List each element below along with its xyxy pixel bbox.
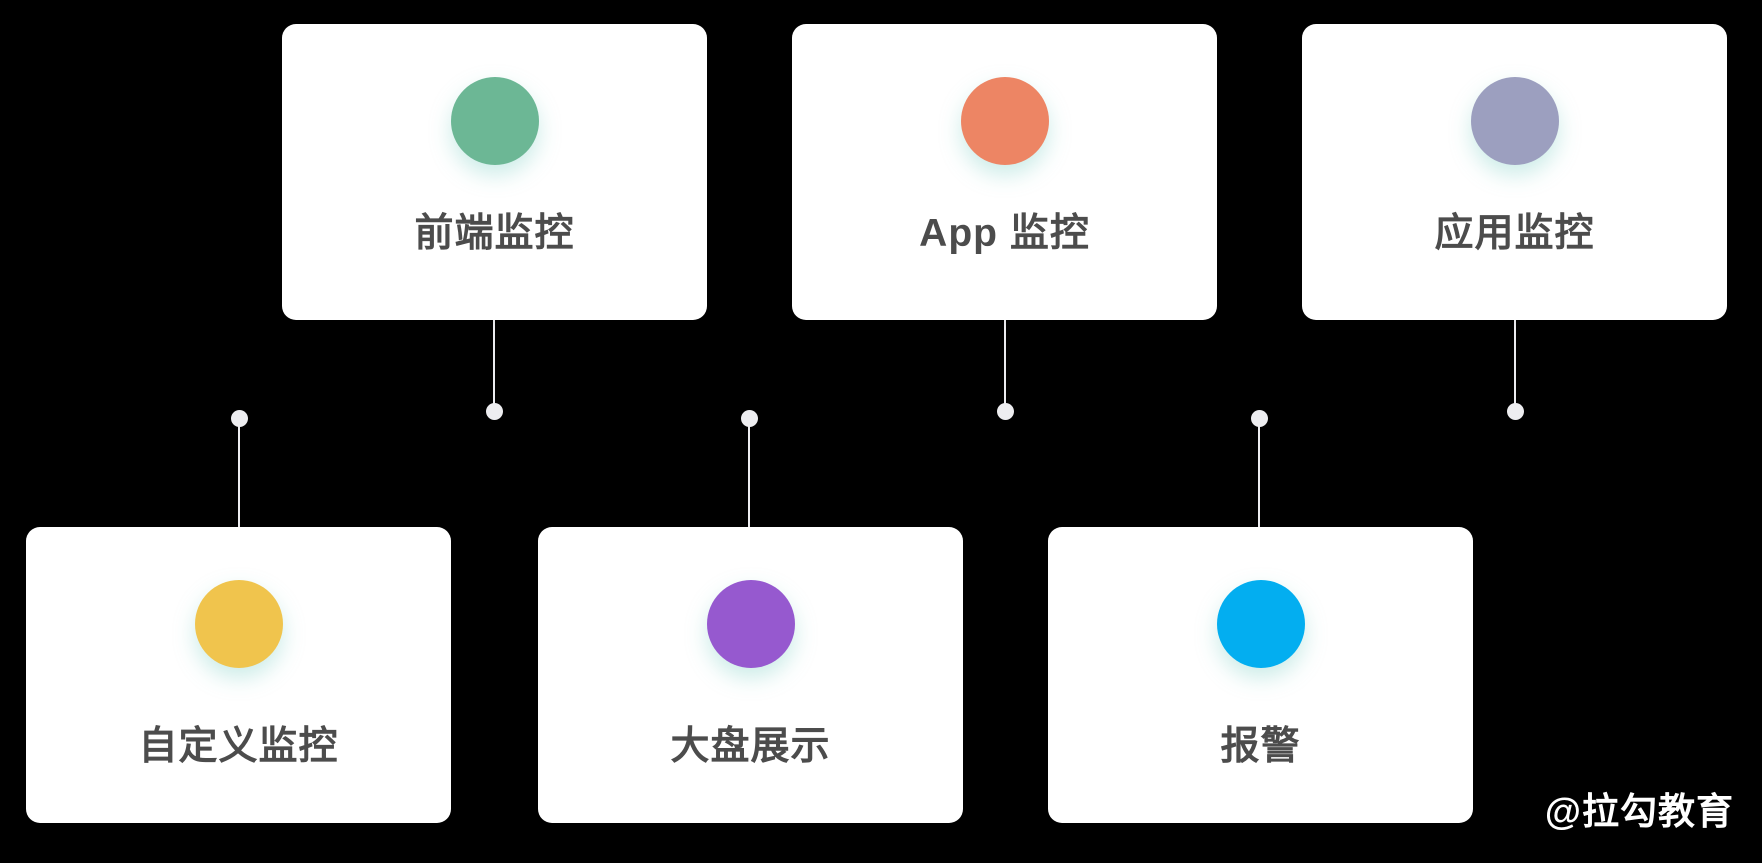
connector-bottom-3-dot <box>1250 409 1268 427</box>
connector-bottom-1-dot <box>230 409 248 427</box>
connector-top-3-line <box>1514 320 1516 419</box>
card-dashboard-display[interactable]: 大盘展示 <box>538 527 963 823</box>
green-circle-icon <box>450 77 539 165</box>
card-label: App 监控 <box>919 212 1090 255</box>
orange-circle-icon <box>960 77 1049 165</box>
card-label: 大盘展示 <box>670 725 831 768</box>
connector-top-1-line <box>493 320 495 419</box>
purple-circle-icon <box>706 580 795 668</box>
card-alerting[interactable]: 报警 <box>1048 527 1473 823</box>
connector-top-3-dot <box>1506 402 1524 420</box>
card-label: 报警 <box>1220 725 1301 768</box>
connector-top-2-dot <box>996 402 1014 420</box>
watermark: @拉勾教育 <box>1544 791 1734 832</box>
blue-circle-icon <box>1216 580 1305 668</box>
connector-top-2-line <box>1004 320 1006 419</box>
connector-top-1-dot <box>485 402 503 420</box>
card-label: 应用监控 <box>1434 212 1595 255</box>
card-label: 自定义监控 <box>138 725 339 768</box>
yellow-circle-icon <box>194 580 283 668</box>
lavender-circle-icon <box>1470 77 1559 165</box>
card-app-monitoring[interactable]: App 监控 <box>792 24 1217 320</box>
card-custom-monitoring[interactable]: 自定义监控 <box>26 527 451 823</box>
card-frontend-monitoring[interactable]: 前端监控 <box>282 24 707 320</box>
card-application-monitoring[interactable]: 应用监控 <box>1302 24 1727 320</box>
connector-bottom-3-line <box>1258 426 1260 527</box>
card-label: 前端监控 <box>414 212 575 255</box>
connector-bottom-1-line <box>238 426 240 527</box>
connector-bottom-2-dot <box>740 409 758 427</box>
connector-bottom-2-line <box>748 426 750 527</box>
